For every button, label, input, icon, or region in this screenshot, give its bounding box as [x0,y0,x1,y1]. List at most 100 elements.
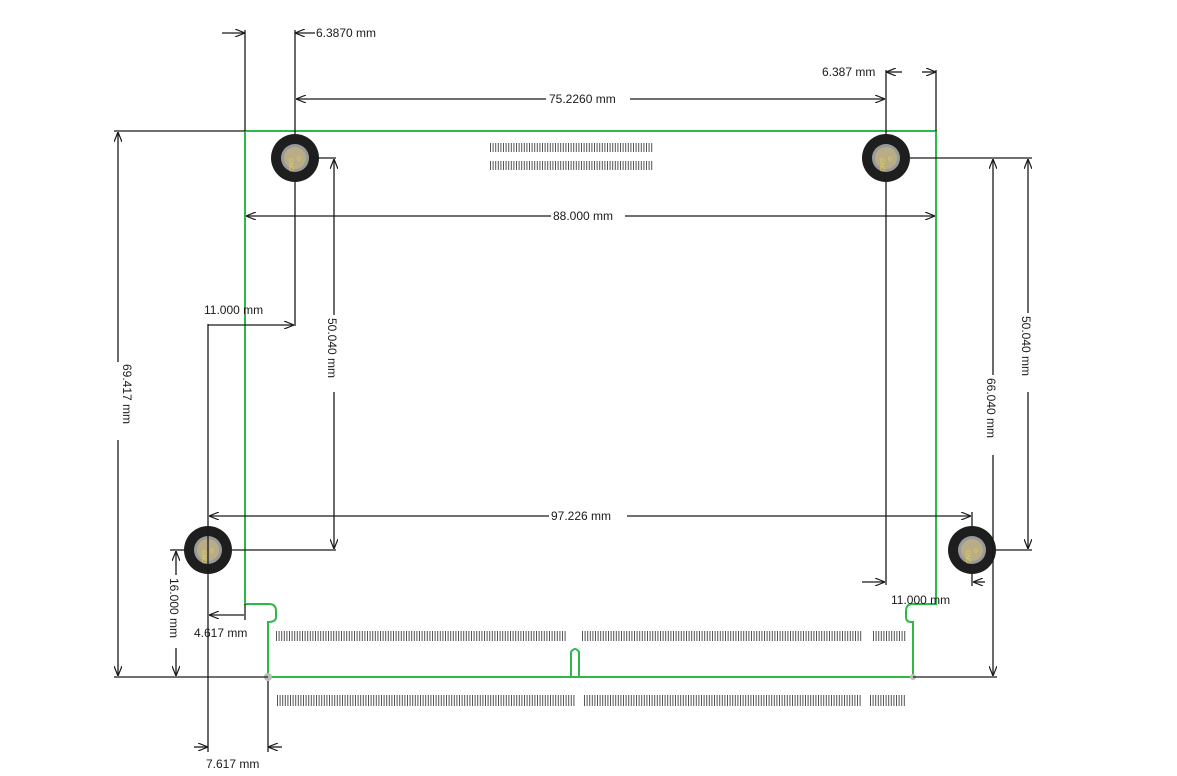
connector-pin [555,143,556,152]
connector-pin [617,161,619,170]
connector-pin [513,143,515,152]
edge-pin [610,695,611,706]
edge-pin [829,631,830,641]
connector-pin [516,161,517,170]
edge-pin [844,631,846,641]
edge-pin [699,631,700,641]
hole-net: 0 [974,548,978,555]
edge-pin [447,631,449,641]
edge-pin [559,631,561,641]
edge-pin [464,695,466,706]
edge-pin [573,695,575,706]
connector-pin [523,161,525,170]
edge-pin [701,631,703,641]
edge-pin [529,695,531,706]
edge-pin [562,631,563,641]
connector-pin [555,161,556,170]
edge-pin [704,631,706,641]
edge-pin [805,695,806,706]
edge-pin [442,631,444,641]
connector-pin [604,161,606,170]
edge-pin [615,631,617,641]
connector-pin [604,143,606,152]
edge-pin [712,631,713,641]
edge-pin [515,631,517,641]
edge-pin [526,695,528,706]
edge-pin [636,695,637,706]
connector-pin [622,143,624,152]
edge-pin [660,631,661,641]
edge-pin [719,631,721,641]
edge-pin [461,695,463,706]
edge-pin [888,695,890,706]
connector-pin [523,143,525,152]
connector-pin [565,143,567,152]
dim-left-hole-offset: 11.000 mm [204,182,296,752]
edge-pin [634,631,635,641]
edge-pin [641,695,643,706]
edge-pin [769,631,771,641]
edge-pin [533,631,535,641]
edge-pin [818,695,819,706]
edge-pin [821,631,823,641]
edge-pin [304,631,306,641]
connector-pin [635,161,637,170]
connector-pin [640,143,642,152]
edge-pin [504,631,506,641]
edge-pin [740,695,741,706]
edge-pin [369,631,371,641]
edge-pin [685,695,687,706]
edge-pin [805,631,807,641]
edge-pin [711,695,713,706]
edge-pin [673,631,674,641]
edge-pin [675,695,676,706]
connector-pin [596,161,598,170]
edge-pin [523,631,524,641]
edge-pin [729,695,731,706]
connector-pin [614,143,616,152]
edge-pin [852,631,854,641]
edge-pin [682,695,684,706]
connector-pin [646,143,647,152]
edge-pin [636,631,638,641]
edge-pin [643,695,645,706]
edge-pin [883,631,885,641]
edge-pin [541,631,543,641]
edge-pin [591,695,593,706]
edge-pin [528,631,530,641]
edge-pin [784,631,786,641]
dim-bottom-hole-height: 16.000 mm [167,549,185,676]
connector-pin [539,143,541,152]
dim-label: 6.3870 mm [316,26,376,40]
dim-top-right-offset: 6.387 mm [822,65,937,134]
edge-pin [295,695,297,706]
edge-pin [688,695,689,706]
connector-pin [578,161,580,170]
connector-pin [588,161,590,170]
connector-pin [549,143,551,152]
edge-pin [764,631,765,641]
edge-pin [743,631,745,641]
edge-pin [612,695,614,706]
connector-pin [495,161,497,170]
connector-pin [500,161,502,170]
connector-pin [562,161,564,170]
edge-pin [495,695,497,706]
edge-pin [823,631,825,641]
edge-pin [435,695,437,706]
edge-pin [276,631,277,641]
edge-pin [738,631,739,641]
edge-pin [758,695,760,706]
edge-pin [815,695,817,706]
edge-pin [727,631,729,641]
edge-pin [836,631,838,641]
edge-pin [382,631,384,641]
edge-pin [608,631,609,641]
edge-pin [602,695,604,706]
edge-pin [518,695,520,706]
edge-pin [453,695,455,706]
edge-pin [855,631,856,641]
edge-pin [308,695,310,706]
connector-pin [568,143,569,152]
edge-pin [669,695,671,706]
